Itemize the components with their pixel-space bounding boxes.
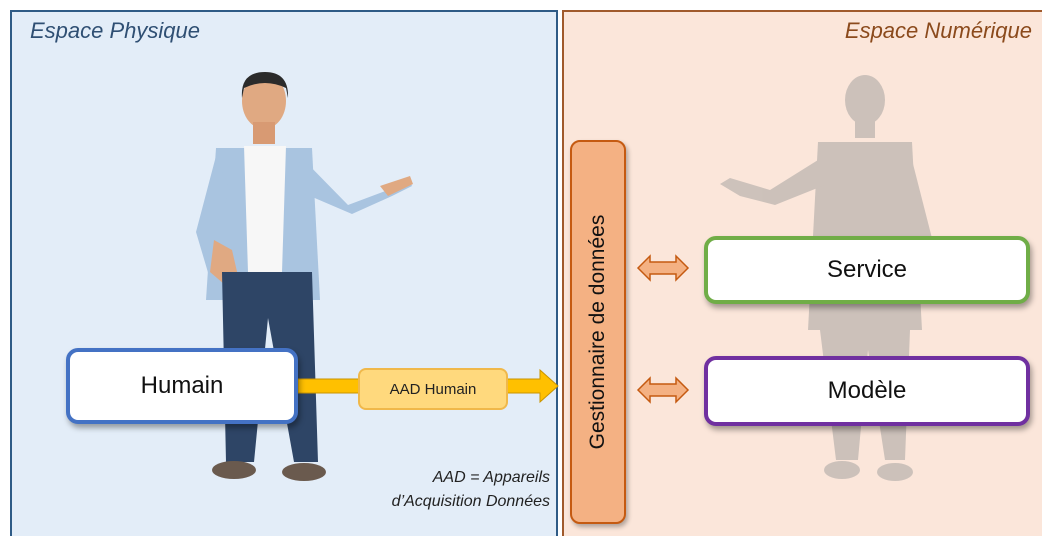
double-arrow-icon xyxy=(636,376,690,404)
numeric-space-title: Espace Numérique xyxy=(844,18,1032,43)
aad-note: AAD = Appareils d’Acquisition Données xyxy=(348,466,550,514)
humain-label: Humain xyxy=(140,372,224,399)
service-label: Service xyxy=(826,256,908,283)
data-manager-box: Gestionnaire de données xyxy=(570,140,626,524)
modele-box: Modèle xyxy=(704,356,1030,426)
double-arrow-icon xyxy=(636,254,690,282)
modele-label: Modèle xyxy=(827,377,907,404)
aad-note-line1: AAD = Appareils xyxy=(432,469,550,486)
physical-space-title: Espace Physique xyxy=(30,18,200,43)
service-box: Service xyxy=(704,236,1030,304)
data-manager-label: Gestionnaire de données xyxy=(586,214,609,450)
aad-note-line2: d’Acquisition Données xyxy=(391,493,550,510)
humain-box: Humain xyxy=(66,348,298,424)
aad-badge: AAD Humain xyxy=(358,368,508,410)
